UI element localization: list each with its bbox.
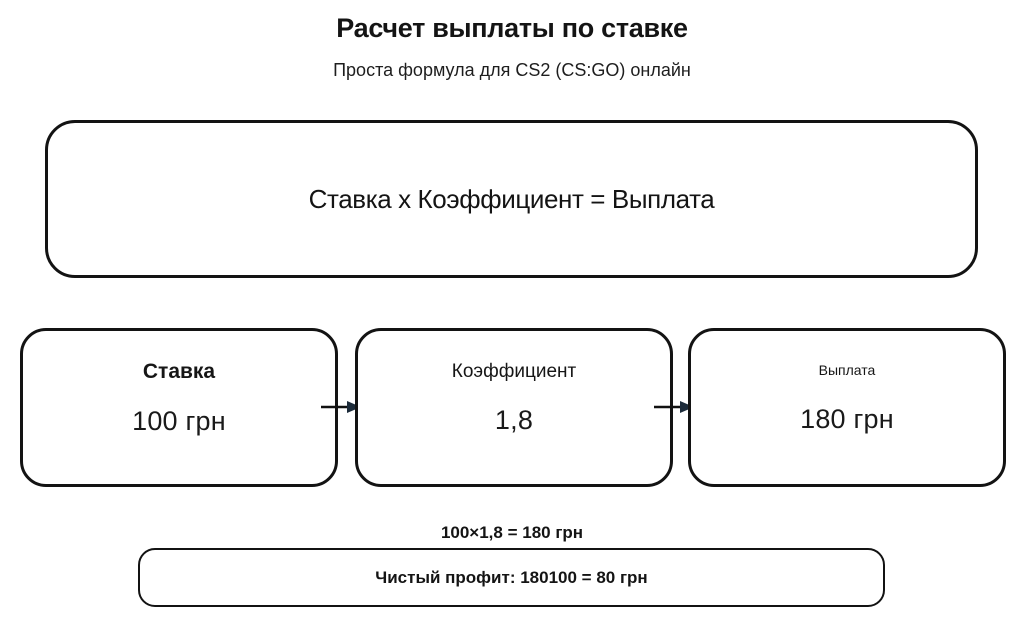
profit-text: Чистый профит: 180100 = 80 грн — [375, 567, 648, 587]
page-subtitle: Проста формула для CS2 (CS:GO) онлайн — [333, 60, 691, 80]
stake-label: Ставка — [142, 360, 216, 383]
coefficient-label: Коэффициент — [451, 361, 577, 382]
stake-value: 100 грн — [132, 406, 226, 436]
coefficient-value: 1,8 — [494, 405, 534, 435]
step-box-coefficient: Коэффициент 1,8 — [355, 328, 673, 487]
profit-box: Чистый профит: 180100 = 80 грн — [138, 548, 885, 607]
arrow-right-icon — [321, 401, 361, 413]
step-box-stake: Ставка 100 грн — [20, 328, 338, 487]
formula-text: Ставка x Коэффициент = Выплата — [308, 183, 715, 214]
arrow-right-icon — [654, 401, 694, 413]
step-box-payout: Выплата 180 грн — [688, 328, 1006, 487]
formula-box: Ставка x Коэффициент = Выплата — [45, 120, 978, 278]
calculation-equation: 100×1,8 = 180 грн — [440, 523, 584, 542]
payout-value: 180 грн — [800, 404, 894, 434]
payout-label: Выплата — [818, 362, 876, 378]
page-title: Расчет выплаты по ставке — [336, 13, 688, 43]
